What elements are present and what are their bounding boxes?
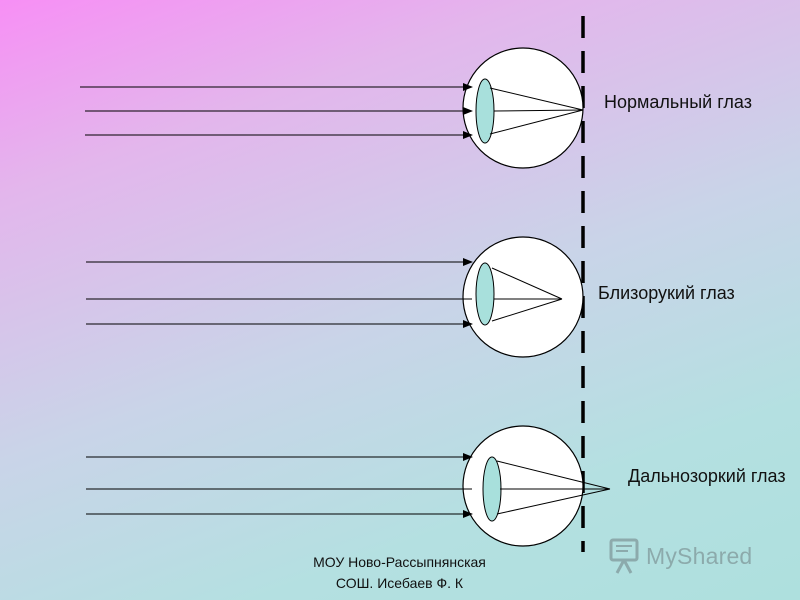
myopic-eye-label: Близорукий глаз [598, 280, 735, 306]
presentation-board-icon [608, 537, 642, 575]
footer-line-2: СОШ. Исебаев Ф. К [292, 573, 507, 594]
footer-line-1: МОУ Ново-Рассыпнянская [292, 552, 507, 573]
normal-eye-label: Нормальный глаз [604, 89, 752, 115]
watermark-text: MyShared [646, 543, 752, 570]
myopic-lens [476, 263, 494, 325]
hyperopic-eye-label: Дальнозоркий глаз [628, 463, 788, 489]
watermark: MyShared [608, 536, 798, 576]
hyperopic-eyeball [463, 426, 583, 546]
footer-credit: МОУ Ново-Рассыпнянская СОШ. Исебаев Ф. К [292, 552, 507, 594]
hyperopic-eye-group [86, 426, 610, 546]
hyperopic-lens [483, 457, 501, 521]
myopic-eye-group [86, 237, 583, 357]
normal-eye-group [80, 48, 583, 168]
